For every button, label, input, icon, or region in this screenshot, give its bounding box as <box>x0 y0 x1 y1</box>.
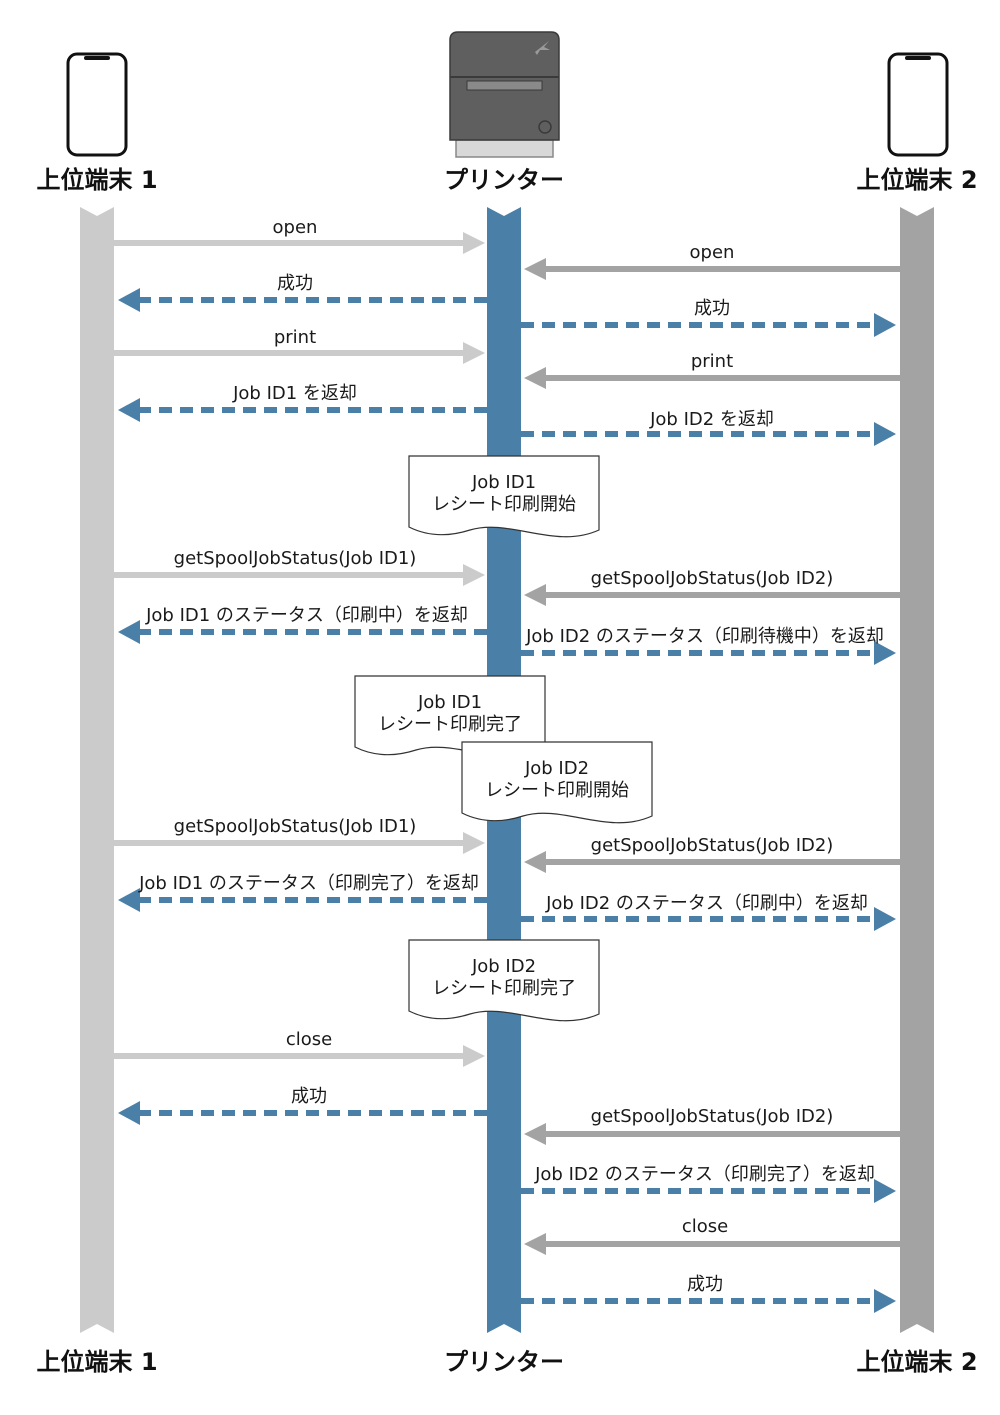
note-3: Job ID2 レシート印刷開始 <box>461 741 653 824</box>
message-arrow-head <box>118 398 140 422</box>
message-label: 成功 <box>277 273 313 294</box>
note-3-line2: レシート印刷開始 <box>485 780 629 801</box>
message-label: getSpoolJobStatus(Job ID2) <box>591 835 834 856</box>
message-label: getSpoolJobStatus(Job ID1) <box>174 548 417 569</box>
host2-label-bottom: 上位端末 2 <box>856 1348 977 1376</box>
message-arrow-head <box>463 342 485 364</box>
message-arrow-14: getSpoolJobStatus(Job ID2) <box>524 835 900 873</box>
message-arrow-17: close <box>114 1029 485 1067</box>
message-label: Job ID2 のステータス（印刷待機中）を返却 <box>525 626 884 647</box>
message-arrow-head <box>874 907 896 931</box>
message-arrow-11: Job ID1 のステータス（印刷中）を返却 <box>118 605 487 644</box>
message-arrow-7: Job ID1 を返却 <box>118 383 487 422</box>
message-arrow-head <box>524 851 546 873</box>
message-arrow-21: close <box>524 1216 900 1255</box>
message-arrow-10: getSpoolJobStatus(Job ID2) <box>524 568 900 606</box>
message-arrow-15: Job ID1 のステータス（印刷完了）を返却 <box>118 873 487 912</box>
message-arrow-head <box>524 584 546 606</box>
printer-label-top: プリンター <box>444 166 564 194</box>
message-arrow-head <box>524 258 546 280</box>
note-2-line2: レシート印刷完了 <box>378 714 522 735</box>
note-2-line1: Job ID1 <box>417 692 482 713</box>
note-1-line1: Job ID1 <box>471 472 536 493</box>
message-label: Job ID2 のステータス（印刷中）を返却 <box>545 893 868 914</box>
note-3-line1: Job ID2 <box>524 758 589 779</box>
message-arrow-head <box>874 313 896 337</box>
message-arrow-2: open <box>524 242 900 280</box>
message-label: Job ID1 を返却 <box>232 383 357 404</box>
message-arrow-16: Job ID2 のステータス（印刷中）を返却 <box>521 893 896 931</box>
host1-lifeline <box>80 207 114 1333</box>
message-label: Job ID2 を返却 <box>649 409 774 430</box>
message-arrow-9: getSpoolJobStatus(Job ID1) <box>114 548 485 586</box>
message-arrow-head <box>524 1123 546 1145</box>
note-4-line1: Job ID2 <box>471 956 536 977</box>
message-arrow-head <box>874 641 896 665</box>
message-arrow-13: getSpoolJobStatus(Job ID1) <box>114 816 485 854</box>
host2-label-top: 上位端末 2 <box>856 166 977 194</box>
printer-icon <box>449 31 560 158</box>
message-arrow-18: 成功 <box>118 1086 487 1125</box>
message-arrow-head <box>874 1289 896 1313</box>
smartphone-icon-host1 <box>66 52 128 157</box>
message-label: Job ID2 のステータス（印刷完了）を返却 <box>534 1164 875 1185</box>
message-label: 成功 <box>694 298 730 319</box>
message-arrow-head <box>874 1179 896 1203</box>
printer-label-bottom: プリンター <box>444 1348 564 1376</box>
message-label: Job ID1 のステータス（印刷完了）を返却 <box>138 873 479 894</box>
message-arrow-head <box>524 1233 546 1255</box>
message-arrow-19: getSpoolJobStatus(Job ID2) <box>524 1106 900 1145</box>
note-4: Job ID2 レシート印刷完了 <box>408 939 600 1022</box>
message-label: open <box>273 217 318 238</box>
message-arrow-head <box>463 832 485 854</box>
message-arrow-head <box>118 620 140 644</box>
message-label: 成功 <box>687 1274 723 1295</box>
message-arrow-head <box>463 1045 485 1067</box>
message-label: Job ID1 のステータス（印刷中）を返却 <box>145 605 468 626</box>
message-label: open <box>690 242 735 263</box>
message-arrow-head <box>118 888 140 912</box>
message-arrow-8: Job ID2 を返却 <box>521 409 896 446</box>
message-label: close <box>682 1216 728 1237</box>
host1-label-top: 上位端末 1 <box>36 166 157 194</box>
message-arrow-head <box>463 232 485 254</box>
note-1: Job ID1 レシート印刷開始 <box>408 455 600 538</box>
message-label: close <box>286 1029 332 1050</box>
note-2: Job ID1 レシート印刷完了 <box>354 675 546 758</box>
message-label: print <box>691 351 733 372</box>
message-arrow-3: 成功 <box>118 273 487 312</box>
message-arrow-head <box>524 367 546 389</box>
note-4-line2: レシート印刷完了 <box>432 978 576 999</box>
message-arrow-1: open <box>114 217 485 254</box>
message-arrow-head <box>463 564 485 586</box>
message-arrow-6: print <box>524 351 900 389</box>
message-arrow-head <box>118 1101 140 1125</box>
host2-lifeline <box>900 207 934 1333</box>
message-arrow-22: 成功 <box>521 1274 896 1313</box>
smartphone-icon-host2 <box>887 52 949 157</box>
message-arrow-head <box>118 288 140 312</box>
message-arrow-4: 成功 <box>521 298 896 337</box>
message-arrow-20: Job ID2 のステータス（印刷完了）を返却 <box>521 1164 896 1203</box>
host1-label-bottom: 上位端末 1 <box>36 1348 157 1376</box>
message-arrow-12: Job ID2 のステータス（印刷待機中）を返却 <box>521 626 896 665</box>
message-label: getSpoolJobStatus(Job ID1) <box>174 816 417 837</box>
message-label: getSpoolJobStatus(Job ID2) <box>591 1106 834 1127</box>
message-label: print <box>274 327 316 348</box>
note-1-line2: レシート印刷開始 <box>432 494 576 515</box>
message-label: 成功 <box>291 1086 327 1107</box>
message-arrow-5: print <box>114 327 485 364</box>
message-arrow-head <box>874 422 896 446</box>
message-label: getSpoolJobStatus(Job ID2) <box>591 568 834 589</box>
